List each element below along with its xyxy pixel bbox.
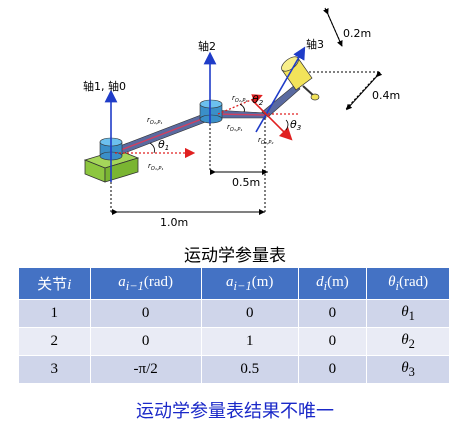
x3-axis bbox=[251, 99, 293, 141]
header-alpha: ai−1(rad) bbox=[89, 267, 202, 300]
header-joint: 关节i bbox=[18, 267, 91, 300]
joint-2-cylinder bbox=[199, 99, 223, 124]
label-r-o3p2: rO₃,P₂ bbox=[258, 136, 273, 146]
cell-a: 0.5 bbox=[200, 355, 299, 384]
robot-arm-diagram: 轴1, 轴0 轴2 轴3 0.2m 0.4m 0.5m 1.0m θ1 θ2 θ… bbox=[83, 7, 400, 229]
label-dim-02: 0.2m bbox=[343, 27, 371, 40]
cell-alpha: 0 bbox=[89, 299, 202, 328]
cell-d: 0 bbox=[297, 299, 368, 328]
label-dim-05: 0.5m bbox=[232, 176, 260, 189]
z-axes bbox=[104, 46, 306, 182]
dimension-lines bbox=[112, 8, 383, 215]
label-r-o3p1: rO₃,P₁ bbox=[227, 123, 242, 133]
label-axis3: 轴3 bbox=[306, 37, 324, 51]
cell-d: 0 bbox=[297, 327, 368, 356]
header-d: di(m) bbox=[297, 267, 368, 300]
label-dim-10: 1.0m bbox=[160, 216, 188, 229]
header-theta: θi(rad) bbox=[366, 267, 450, 300]
table-row: 1 0 0 0 θ1 bbox=[18, 299, 450, 328]
cell-d: 0 bbox=[297, 355, 368, 384]
cell-alpha: -π/2 bbox=[89, 355, 202, 384]
cell-a: 0 bbox=[200, 299, 299, 328]
cell-joint: 1 bbox=[18, 299, 91, 328]
angle-arcs bbox=[149, 103, 289, 154]
table-row: 3 -π/2 0.5 0 θ3 bbox=[18, 355, 450, 384]
label-axis1-axis0: 轴1, 轴0 bbox=[83, 79, 126, 93]
cell-alpha: 0 bbox=[89, 327, 202, 356]
label-theta1: θ1 bbox=[158, 138, 169, 152]
table-title: 运动学参量表 bbox=[184, 246, 286, 266]
link-2 bbox=[213, 109, 267, 119]
label-r-o2p1: rO₂,P₁ bbox=[147, 116, 162, 126]
label-r-o2p2: rO₂,P₂ bbox=[232, 94, 247, 104]
cell-joint: 3 bbox=[18, 355, 91, 384]
header-a: ai−1(m) bbox=[200, 267, 299, 300]
kinematic-parameter-table: 关节i ai−1(rad) ai−1(m) di(m) θi(rad) 1 0 … bbox=[18, 267, 450, 384]
cell-theta: θ1 bbox=[366, 299, 450, 328]
label-dim-04: 0.4m bbox=[372, 89, 400, 102]
cell-a: 1 bbox=[200, 327, 299, 356]
cell-joint: 2 bbox=[18, 327, 91, 356]
caption-text: 运动学参量表结果不唯一 bbox=[136, 401, 334, 422]
cell-theta: θ2 bbox=[366, 327, 450, 356]
label-r-o1p1: rO₁,P₁ bbox=[148, 162, 163, 172]
cell-theta: θ3 bbox=[366, 355, 450, 384]
label-axis2: 轴2 bbox=[198, 39, 216, 53]
label-theta3: θ3 bbox=[290, 118, 301, 132]
table-header-row: 关节i ai−1(rad) ai−1(m) di(m) θi(rad) bbox=[18, 267, 450, 300]
x-axes bbox=[115, 94, 298, 159]
label-theta2: θ2 bbox=[252, 93, 264, 107]
table-row: 2 0 1 0 θ2 bbox=[18, 327, 450, 356]
